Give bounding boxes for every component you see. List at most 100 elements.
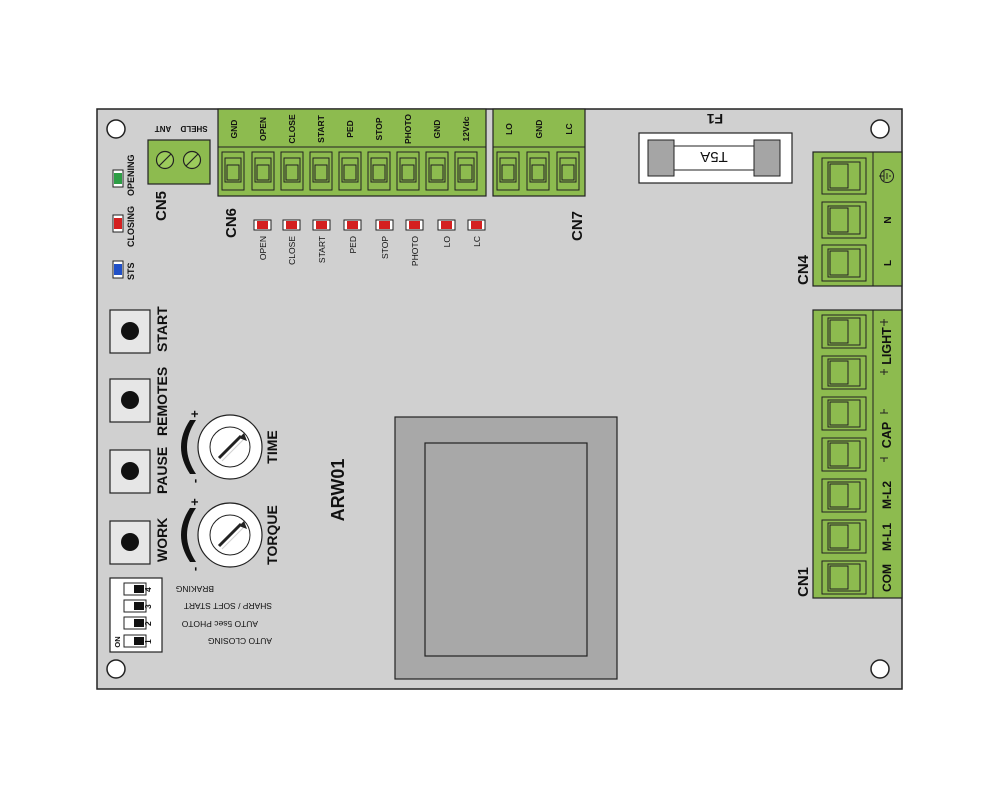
dip-switch[interactable] — [109, 577, 163, 653]
input-led-label-start: START — [317, 236, 327, 263]
cn5-name: CN5 — [153, 191, 170, 221]
cn7-label-gnd: GND — [534, 120, 544, 139]
cn6-label-stop: STOP — [374, 117, 384, 140]
input-led-label-ped: PED — [348, 236, 358, 253]
arrow-icon — [239, 433, 247, 441]
board-model-label: ARW01 — [328, 459, 348, 522]
led-closing — [114, 218, 122, 229]
dip-switch-1 — [123, 634, 147, 648]
cn6-sockets — [221, 151, 478, 191]
cn6-label-ped: PED — [345, 120, 355, 137]
cn6-label-gnd-2: GND — [432, 120, 442, 139]
remotes-button-label: REMOTES — [154, 367, 170, 436]
remotes-button[interactable] — [109, 378, 151, 423]
torque-trimmer-label: TORQUE — [264, 505, 280, 565]
cn1-terminal-block[interactable] — [812, 309, 903, 599]
dip-num-1: 1 — [143, 639, 153, 644]
input-led-close — [282, 219, 301, 231]
cn1-label-cap: CAP — [880, 422, 894, 448]
input-led-label-close: CLOSE — [287, 236, 297, 265]
input-led-open — [253, 219, 272, 231]
cn1-label-m-l2: M-L2 — [880, 481, 894, 509]
input-led-photo — [405, 219, 424, 231]
input-led-ped — [343, 219, 362, 231]
cn1-label-m-l1: M-L1 — [880, 523, 894, 551]
arrow-icon — [239, 521, 247, 529]
fuse-name: F1 — [707, 111, 724, 127]
cn1-name: CN1 — [795, 567, 812, 597]
cn4-label-n: N — [883, 216, 894, 223]
cn7-terminal-block[interactable] — [492, 108, 586, 197]
status-led-closing — [112, 214, 124, 233]
led-label-closing: CLOSING — [126, 206, 136, 247]
input-led-lo — [437, 219, 456, 231]
cn4-name: CN4 — [795, 254, 812, 285]
cn6-label-gnd: GND — [229, 120, 239, 139]
start-button-label: START — [154, 306, 170, 352]
dip-label-1: AUTO CLOSING — [208, 636, 272, 646]
cn6-label-open: OPEN — [258, 117, 268, 141]
time-trimmer-label: TIME — [264, 430, 280, 463]
input-led-label-stop: STOP — [380, 236, 390, 259]
fuse-rating: T5A — [700, 148, 728, 165]
fuse-holder[interactable] — [638, 132, 793, 184]
cn7-label-lc: LC — [564, 123, 574, 134]
dip-num-3: 3 — [143, 604, 153, 609]
mounting-hole — [106, 119, 126, 139]
dip-num-2: 2 — [143, 621, 153, 626]
cn7-label-lo: LO — [504, 123, 514, 135]
pause-button[interactable] — [109, 449, 151, 494]
time-trimmer-plus: + — [187, 410, 202, 418]
cn6-label-photo: PHOTO — [403, 114, 413, 144]
ground-icon — [879, 169, 894, 183]
cn1-label-com: COM — [880, 564, 894, 592]
torque-trimmer-minus: - — [187, 567, 202, 571]
input-led-label-photo: PHOTO — [410, 236, 420, 266]
torque-trimmer-plus: + — [187, 498, 202, 506]
dip-label-3: SHARP / SOFT START — [184, 601, 272, 611]
input-leds — [253, 219, 486, 231]
work-button[interactable] — [109, 520, 151, 565]
cn5-terminal-block[interactable] — [147, 139, 211, 185]
input-led-label-open: OPEN — [258, 236, 268, 260]
input-led-label-lo: LO — [442, 236, 452, 248]
range-arc-icon — [181, 420, 196, 474]
dip-switch-3 — [123, 599, 147, 613]
cn6-label-start: START — [316, 114, 326, 143]
transformer — [394, 416, 618, 680]
mounting-hole — [870, 659, 890, 679]
led-label-sts: STS — [126, 262, 136, 280]
cn1-group-brackets — [880, 319, 888, 462]
cn5-label-sheld: SHELD — [180, 124, 207, 133]
input-led-lc — [467, 219, 486, 231]
cn6-terminal-block[interactable] — [217, 108, 487, 197]
start-button[interactable] — [109, 309, 151, 354]
time-trimmer-minus: - — [187, 479, 202, 483]
cn6-label-close: CLOSE — [287, 114, 297, 144]
cn1-label-light: LIGHT — [880, 327, 894, 365]
input-led-label-lc: LC — [472, 236, 482, 247]
cn6-name: CN6 — [223, 208, 240, 238]
time-trimmer[interactable] — [181, 414, 263, 480]
status-led-opening — [112, 169, 124, 188]
cn4-label-l: L — [883, 260, 894, 266]
input-led-start — [312, 219, 331, 231]
mounting-hole — [106, 659, 126, 679]
dip-label-2: AUTO 5sec PHOTO — [181, 619, 258, 629]
dip-switch-4 — [123, 582, 147, 596]
dip-num-4: 4 — [143, 587, 153, 592]
led-sts — [114, 264, 122, 275]
range-arc-icon — [181, 508, 196, 562]
pause-button-label: PAUSE — [154, 447, 170, 494]
dip-switch-2 — [123, 616, 147, 630]
mounting-hole — [870, 119, 890, 139]
cn5-label-ant: ANT — [155, 124, 172, 133]
status-led-sts — [112, 260, 124, 279]
torque-trimmer[interactable] — [181, 502, 263, 568]
dip-switch-on-label: ON — [113, 636, 122, 647]
input-led-stop — [375, 219, 394, 231]
work-button-label: WORK — [154, 518, 170, 562]
cn6-label-12vdc: 12Vdc — [461, 116, 471, 141]
led-opening — [114, 173, 122, 184]
